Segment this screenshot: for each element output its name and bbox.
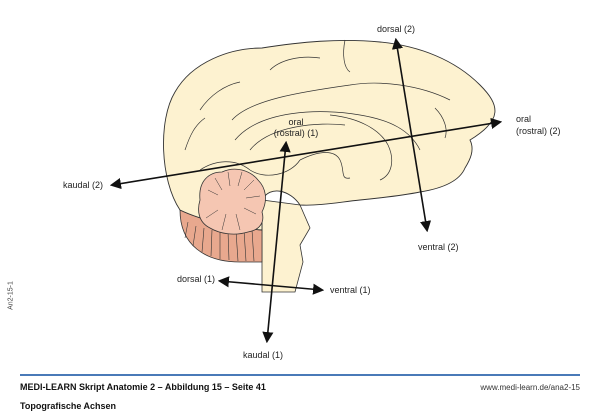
label-dorsal-2: dorsal (2) bbox=[377, 24, 416, 34]
label-kaudal-2: kaudal (2) bbox=[63, 180, 104, 190]
label-oral-2-line2: (rostral) (2) bbox=[516, 126, 561, 136]
figure-code: An2-15-1 bbox=[7, 281, 15, 310]
footer-caption: MEDI-LEARN Skript Anatomie 2 – Abbildung… bbox=[20, 382, 266, 392]
label-kaudal-1: kaudal (1) bbox=[243, 350, 284, 360]
axis-oral-kaudal-1 bbox=[262, 140, 291, 344]
footer-url[interactable]: www.medi-learn.de/ana2-15 bbox=[480, 383, 580, 392]
footer-subcaption: Topografische Achsen bbox=[20, 401, 117, 411]
cerebellum-folia bbox=[184, 221, 255, 262]
axis-dorsal-ventral-1 bbox=[217, 276, 325, 295]
label-oral-2-line1: oral bbox=[516, 114, 532, 124]
label-oral-1-line1: oral bbox=[288, 117, 304, 127]
label-ventral-1: ventral (1) bbox=[330, 285, 371, 295]
brain-axes-diagram bbox=[109, 37, 503, 344]
brainstem bbox=[261, 199, 311, 293]
footer-rule bbox=[20, 374, 580, 376]
axis-dorsal-ventral-2 bbox=[391, 37, 432, 233]
axis-oral-kaudal-2 bbox=[109, 117, 503, 190]
label-dorsal-1: dorsal (1) bbox=[177, 274, 216, 284]
label-ventral-2: ventral (2) bbox=[418, 242, 459, 252]
label-oral-1-line2: (rostral) (1) bbox=[273, 128, 319, 138]
cerebellum-upper bbox=[198, 168, 266, 235]
